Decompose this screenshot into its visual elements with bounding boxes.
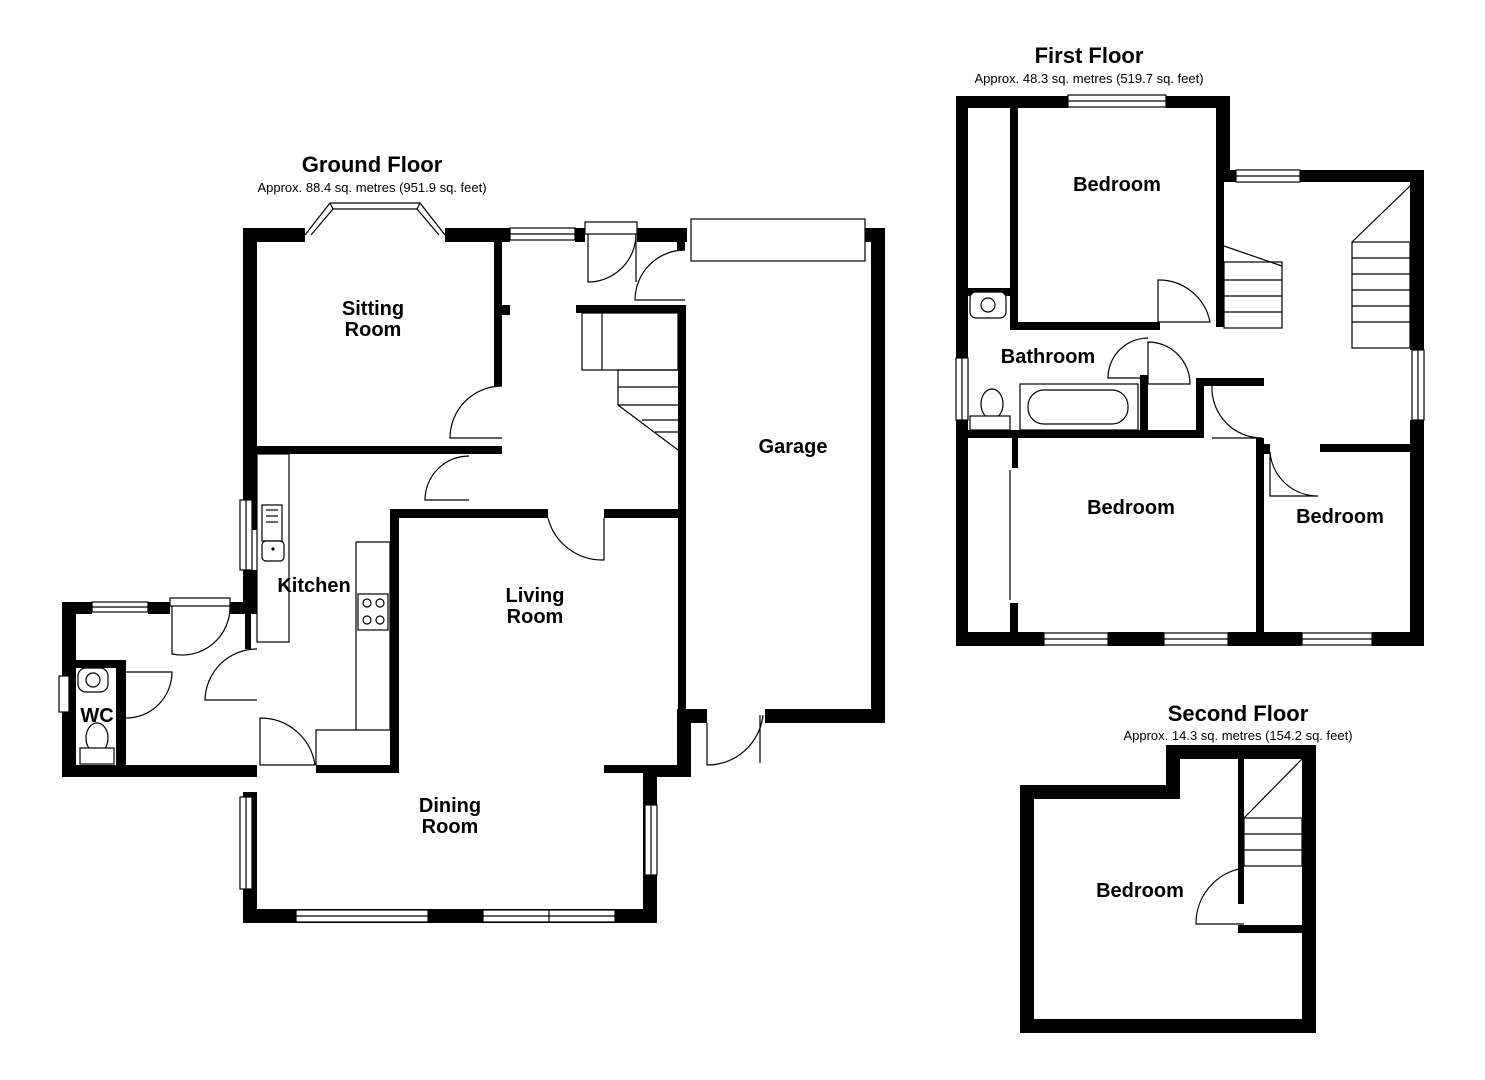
ground-floor-title: Ground Floor <box>302 152 443 177</box>
room-label-sitting-line2: Room <box>345 319 402 341</box>
room-label-bedroom-second: Bedroom <box>1096 880 1184 902</box>
ground-floor-plan <box>58 202 885 923</box>
second-floor-title: Second Floor <box>1168 701 1309 726</box>
second-floor-plan <box>1020 745 1316 1033</box>
room-label-dining-line2: Room <box>422 816 479 838</box>
room-label-bathroom: Bathroom <box>1001 346 1095 368</box>
room-label-bedroom-left: Bedroom <box>1087 497 1175 519</box>
room-label-wc: WC <box>80 705 113 727</box>
first-floor-title: First Floor <box>1035 43 1144 68</box>
room-label-sitting-line1: Sitting <box>342 298 404 320</box>
room-label-garage: Garage <box>759 436 828 458</box>
room-label-bedroom-top: Bedroom <box>1073 174 1161 196</box>
room-label-living-line2: Room <box>507 606 564 628</box>
second-floor-area: Approx. 14.3 sq. metres (154.2 sq. feet) <box>1123 728 1352 743</box>
room-label-kitchen: Kitchen <box>277 575 350 597</box>
first-floor-plan <box>955 94 1425 646</box>
room-label-living-line1: Living <box>506 585 565 607</box>
room-label-dining-line1: Dining <box>419 795 481 817</box>
first-floor-area: Approx. 48.3 sq. metres (519.7 sq. feet) <box>974 71 1203 86</box>
ground-floor-area: Approx. 88.4 sq. metres (951.9 sq. feet) <box>257 180 486 195</box>
room-label-bedroom-right: Bedroom <box>1296 506 1384 528</box>
